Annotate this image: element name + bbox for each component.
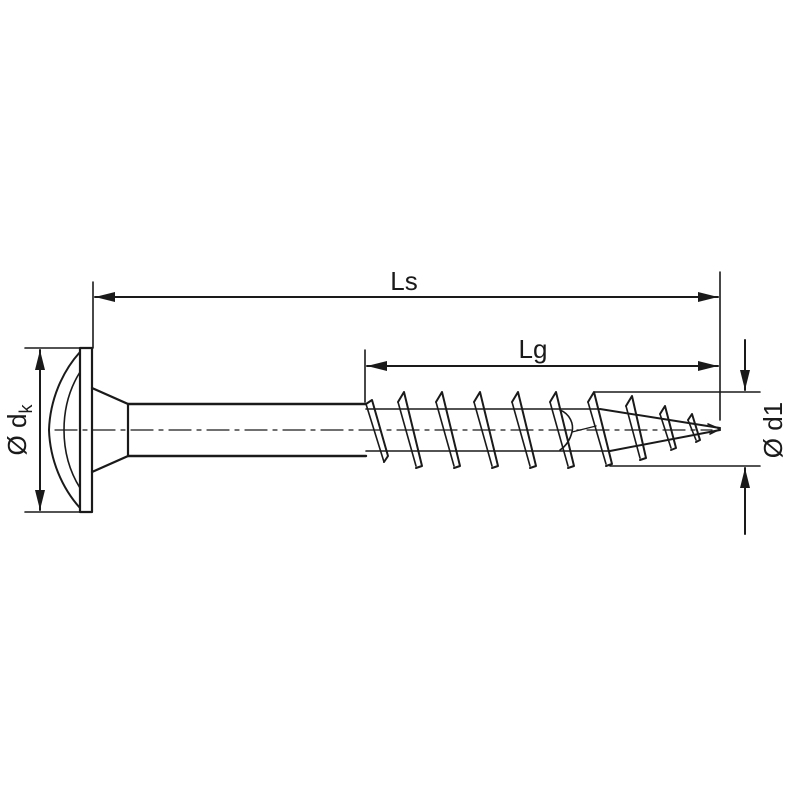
extension-lines (24, 271, 761, 513)
d1-label: Ø d1 (758, 402, 788, 458)
dk-label-prefix: Ø d (2, 414, 32, 456)
dk-label-subscript: k (16, 404, 36, 414)
screw-thread (365, 391, 721, 469)
screw-shank (126, 402, 368, 458)
svg-text:Ø dk: Ø dk (2, 404, 36, 456)
ls-label: Ls (390, 266, 417, 296)
svg-text:Ø d1: Ø d1 (758, 402, 788, 458)
dk-label: Ø dk (2, 404, 36, 456)
lg-label: Lg (519, 334, 548, 364)
